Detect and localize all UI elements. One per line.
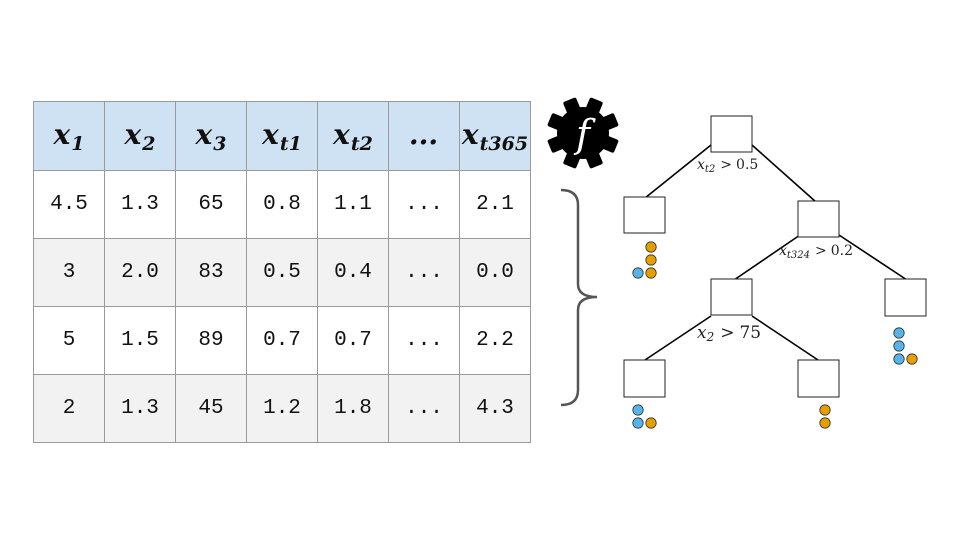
orange-sample-dot <box>645 254 657 266</box>
blue-sample-dot <box>632 404 644 416</box>
table-cell: 0.4 <box>317 238 389 307</box>
table-cell: 0.7 <box>246 306 318 375</box>
header-x3: x3 <box>175 101 247 171</box>
blue-sample-dot <box>632 267 644 279</box>
tree-edge <box>644 315 712 361</box>
tree-node <box>710 278 753 316</box>
feature-table: x1 x2 x3 xt1 xt2 ... xt365 4.5 1.3 65 0.… <box>33 101 531 443</box>
table-cell: ... <box>388 170 460 239</box>
header-xt1: xt1 <box>246 101 318 171</box>
tree-edge <box>751 144 817 203</box>
table-cell: 0.5 <box>246 238 318 307</box>
table-cell: ... <box>388 238 460 307</box>
orange-sample-dot <box>819 417 831 429</box>
table-cell: 1.5 <box>104 306 176 375</box>
table-row: 2 1.3 45 1.2 1.8 ... 4.3 <box>33 374 531 443</box>
orange-sample-dot <box>645 417 657 429</box>
split-condition: xt2>0.5 <box>697 157 758 175</box>
table-cell: 2.1 <box>459 170 531 239</box>
tree-node-root <box>710 115 753 153</box>
orange-sample-dot <box>906 353 918 365</box>
gear-icon: f <box>547 97 619 169</box>
tree-node <box>884 278 927 317</box>
blue-sample-dot <box>893 340 905 352</box>
table-cell: 0.7 <box>317 306 389 375</box>
tree-edge <box>751 315 819 361</box>
table-cell: 1.8 <box>317 374 389 443</box>
table-row: 4.5 1.3 65 0.8 1.1 ... 2.1 <box>33 170 531 239</box>
table-cell: 2 <box>33 374 105 443</box>
table-cell: 1.1 <box>317 170 389 239</box>
table-cell: 3 <box>33 238 105 307</box>
split-condition: xt324>0.2 <box>779 243 853 261</box>
orange-sample-dot <box>819 404 831 416</box>
header-x1: x1 <box>33 101 105 171</box>
table-cell: 1.3 <box>104 374 176 443</box>
table-row: 5 1.5 89 0.7 0.7 ... 2.2 <box>33 306 531 375</box>
table-cell: 45 <box>175 374 247 443</box>
header-x2: x2 <box>104 101 176 171</box>
table-row: 3 2.0 83 0.5 0.4 ... 0.0 <box>33 238 531 307</box>
split-condition: x2>75 <box>697 323 761 344</box>
table-cell: ... <box>388 306 460 375</box>
tree-node <box>623 196 666 234</box>
tree-node <box>797 359 840 398</box>
table-cell: 1.3 <box>104 170 176 239</box>
tree-node <box>797 200 840 238</box>
table-cell: 2.2 <box>459 306 531 375</box>
curly-brace <box>560 188 598 407</box>
table-cell: 0.8 <box>246 170 318 239</box>
table-cell: 65 <box>175 170 247 239</box>
tree-edge <box>644 144 712 199</box>
blue-sample-dot <box>632 417 644 429</box>
table-cell: 1.2 <box>246 374 318 443</box>
header-xt365: xt365 <box>459 101 531 171</box>
table-cell: 4.5 <box>33 170 105 239</box>
tree-edge <box>733 234 801 281</box>
tree-edge <box>838 234 908 281</box>
leaf-samples <box>632 241 918 429</box>
header-ellipsis: ... <box>388 101 460 171</box>
header-row: x1 x2 x3 xt1 xt2 ... xt365 <box>33 101 531 171</box>
tree-node <box>623 359 666 398</box>
table-cell: 0.0 <box>459 238 531 307</box>
table-cell: 4.3 <box>459 374 531 443</box>
table-cell: 89 <box>175 306 247 375</box>
blue-sample-dot <box>893 327 905 339</box>
blue-sample-dot <box>893 353 905 365</box>
header-xt2: xt2 <box>317 101 389 171</box>
orange-sample-dot <box>645 267 657 279</box>
orange-sample-dot <box>645 241 657 253</box>
